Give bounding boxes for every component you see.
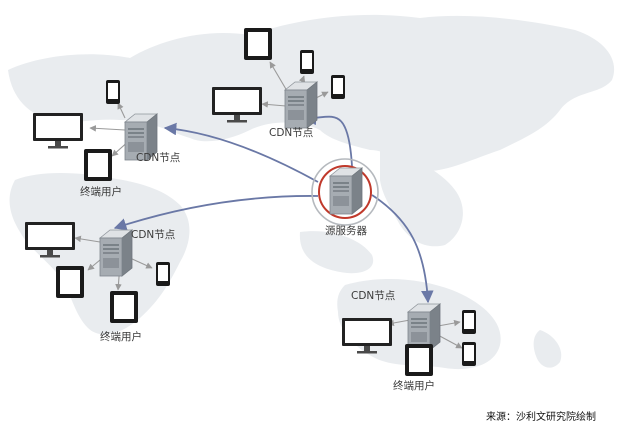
phone-icon: [331, 75, 345, 99]
phone-icon: [156, 262, 170, 286]
server-icon: [99, 229, 133, 277]
phone-icon: [106, 80, 120, 104]
end-user-label: 终端用户: [100, 330, 142, 343]
origin-server: 源服务器: [311, 158, 379, 237]
source-note: 来源：沙利文研究院绘制: [486, 410, 596, 423]
cdn-node-oceania: CDN节点 终端用户: [342, 290, 476, 392]
phone-icon: [462, 342, 476, 366]
cdn-node-europe: CDN节点: [212, 28, 345, 139]
origin-highlight-ring-inner: [318, 165, 372, 219]
monitor-icon: [33, 113, 83, 149]
origin-highlight-ring: [311, 158, 379, 226]
server-icon: [407, 303, 441, 351]
arrow-to-cdn-africa: [113, 195, 319, 231]
arrow-to-cdn-west: [163, 122, 319, 183]
server-icon: [284, 81, 318, 129]
tablet-icon: [56, 266, 84, 298]
server-icon: [329, 167, 363, 215]
tablet-icon: [84, 149, 112, 181]
origin-label: 源服务器: [325, 224, 367, 237]
arrow-to-cdn-oceania: [371, 194, 434, 304]
cdn-label: CDN节点: [131, 229, 175, 241]
cdn-label: CDN节点: [351, 290, 395, 302]
cdn-node-africa: CDN节点 终端用户: [25, 222, 175, 343]
phone-icon: [300, 50, 314, 74]
cdn-label: CDN节点: [269, 127, 313, 139]
tablet-icon: [244, 28, 272, 60]
cdn-label: CDN节点: [136, 152, 180, 164]
end-user-label: 终端用户: [393, 379, 435, 392]
end-user-label: 终端用户: [80, 185, 122, 198]
cdn-node-west: CDN节点 终端用户: [33, 80, 180, 198]
tablet-icon: [405, 344, 433, 376]
phone-icon: [462, 310, 476, 334]
tablet-icon: [110, 291, 138, 323]
